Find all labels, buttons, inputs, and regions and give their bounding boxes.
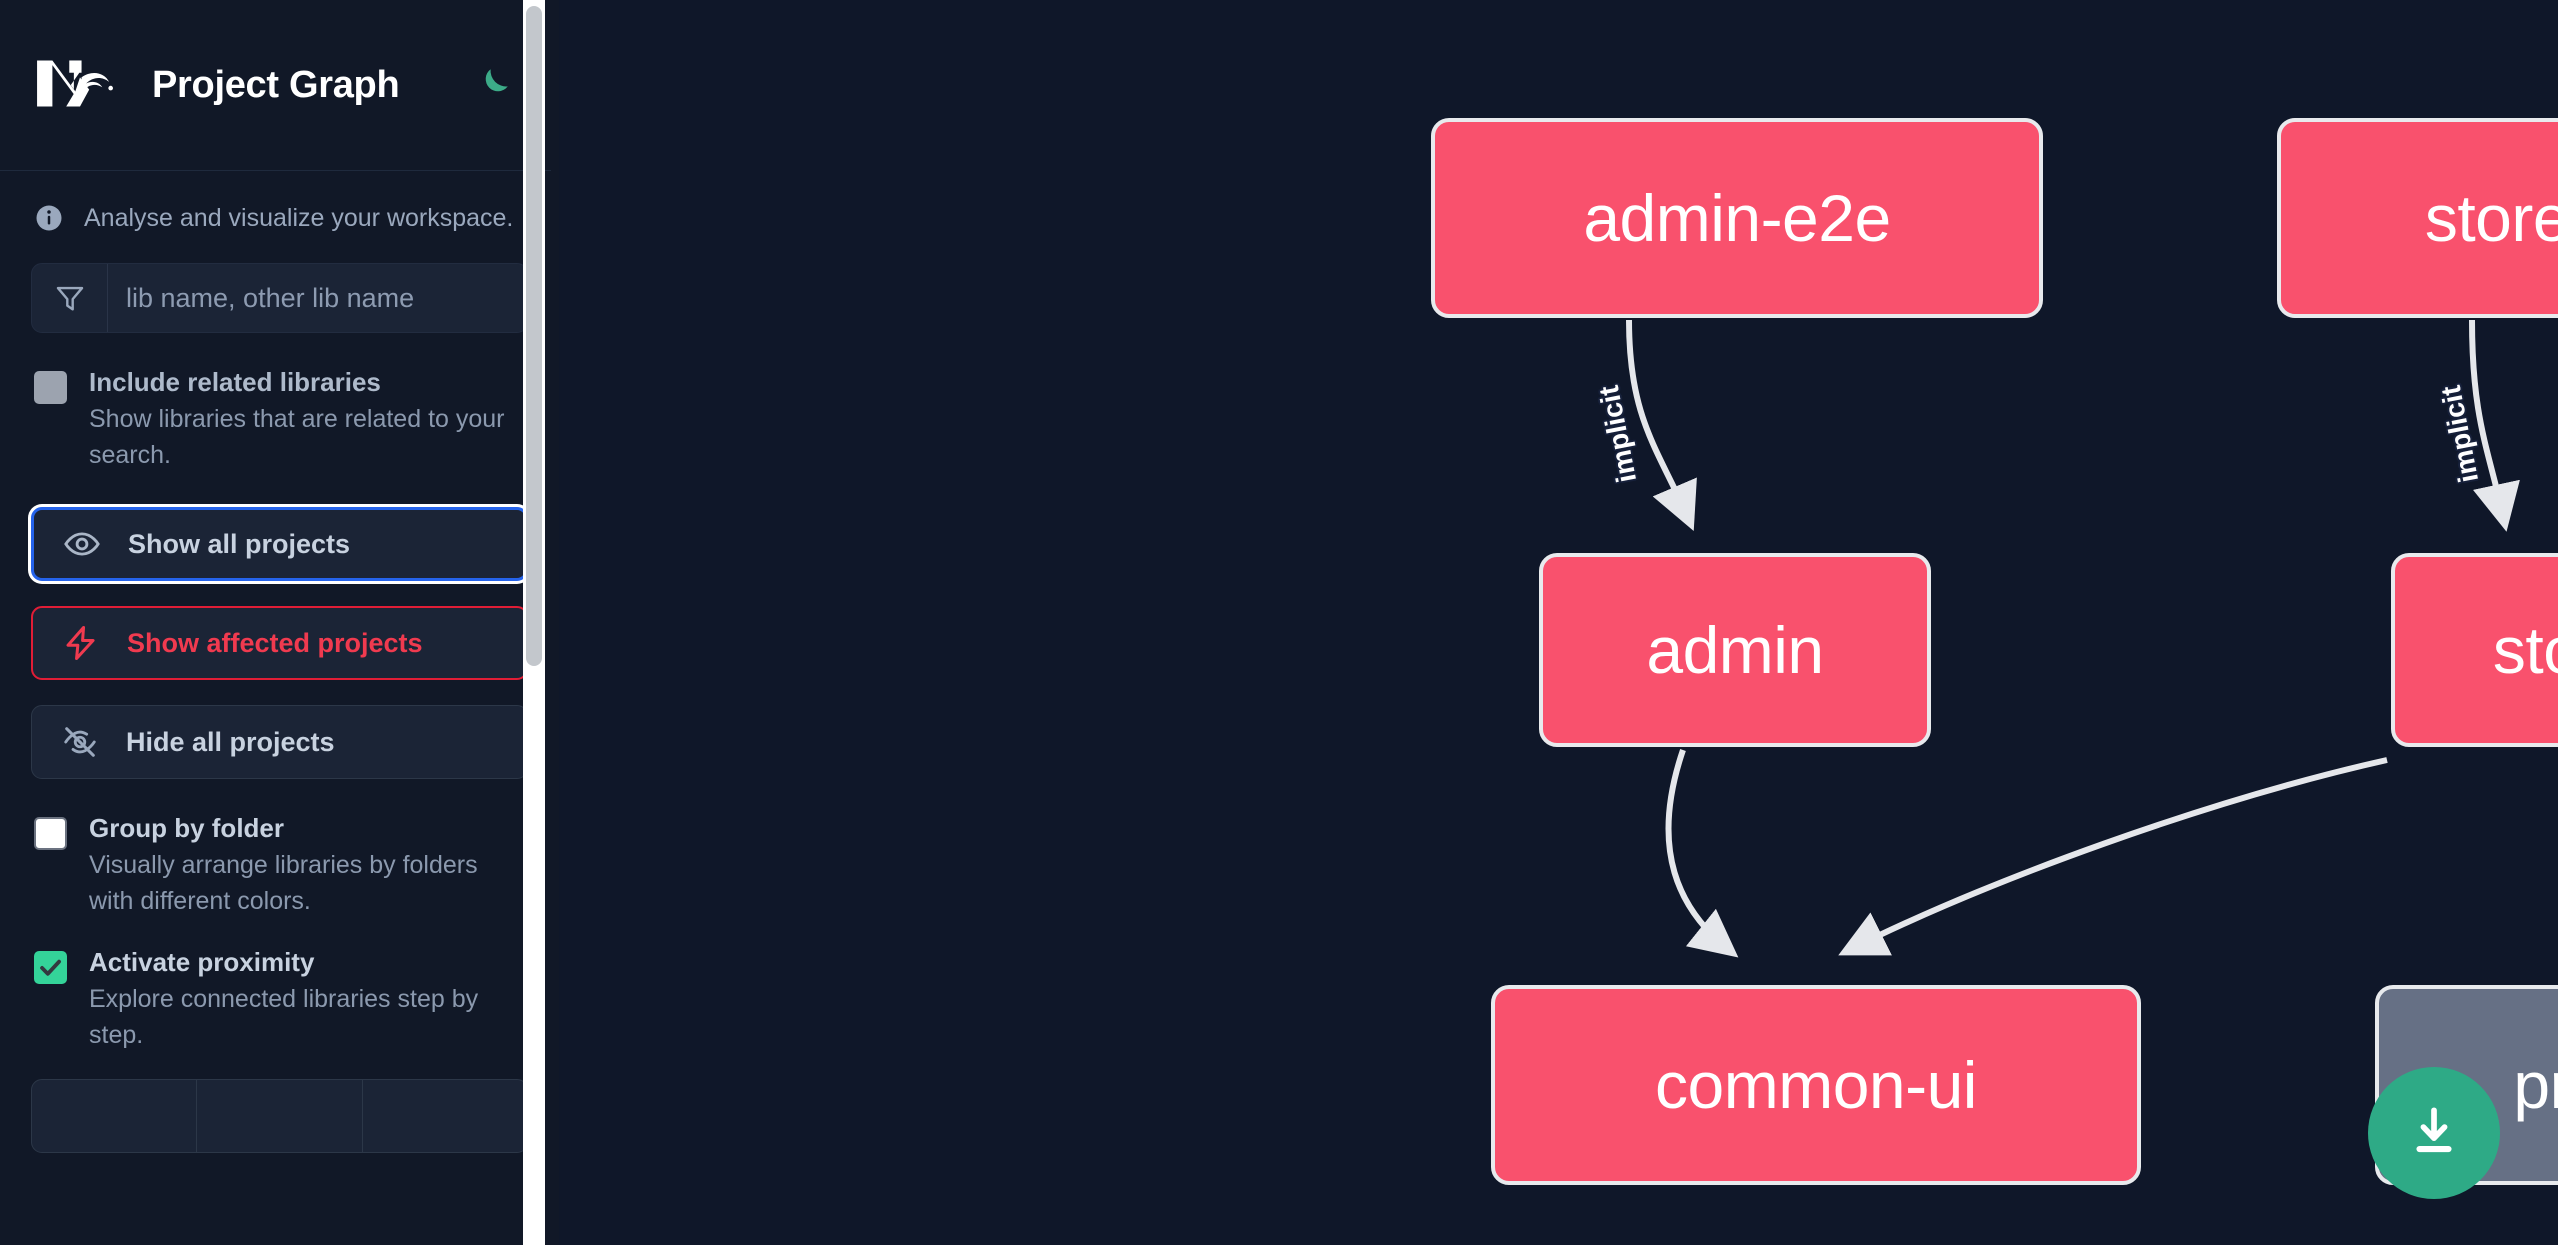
edge-store-to-common-ui [1838, 757, 2388, 956]
graph-node-admin[interactable]: admin [1539, 553, 1931, 747]
node-label: admin [1646, 613, 1824, 687]
include-related-libraries-checkbox[interactable] [34, 371, 67, 404]
tagline-text: Analyse and visualize your workspace. [84, 203, 514, 232]
show-all-projects-button[interactable]: Show all projects [31, 507, 528, 582]
edge-admin-e2e-to-admin [1626, 319, 1697, 532]
sidebar-tagline: Analyse and visualize your workspace. [0, 171, 559, 263]
sidebar-header: Project Graph [0, 0, 559, 171]
activate-proximity-checkbox[interactable] [34, 951, 67, 985]
node-label: admin-e2e [1583, 181, 1891, 255]
option-include-related-libraries[interactable]: Include related libraries Show libraries… [31, 359, 528, 473]
button-label: Hide all projects [126, 726, 335, 757]
edge-store-e2e-to-store [2469, 319, 2520, 532]
button-label: Show all projects [128, 528, 351, 559]
search-field[interactable] [31, 263, 528, 333]
node-label: store [2492, 613, 2558, 687]
proximity-step-increase[interactable] [363, 1080, 527, 1152]
graph-node-admin-e2e[interactable]: admin-e2e [1431, 118, 2043, 318]
search-input[interactable] [108, 264, 527, 332]
graph-node-store-e2e[interactable]: store-e2e [2277, 118, 2558, 318]
option-label: Activate proximity [89, 947, 315, 978]
graph-node-store[interactable]: store [2391, 553, 2558, 747]
proximity-step-button-group[interactable] [31, 1079, 528, 1154]
option-activate-proximity[interactable]: Activate proximity Explore connected lib… [31, 939, 528, 1053]
option-description: Visually arrange libraries by folders wi… [89, 851, 478, 915]
download-image-button[interactable] [2368, 1067, 2500, 1199]
edge-admin-to-common-ui [1665, 749, 1739, 958]
option-description: Show libraries that are related to your … [89, 405, 505, 469]
page-title: Project Graph [152, 63, 400, 106]
node-label: common-ui [1655, 1048, 1977, 1122]
proximity-step-value[interactable] [197, 1080, 363, 1153]
nx-logo-icon [34, 54, 126, 116]
node-label: store-e2e [2424, 181, 2558, 255]
sidebar-scrollbar-thumb[interactable] [526, 6, 542, 666]
sidebar-body: Include related libraries Show libraries… [0, 263, 559, 1154]
filter-icon [32, 264, 108, 332]
button-label: Show affected projects [127, 627, 423, 658]
sidebar-scrollbar[interactable] [523, 0, 545, 1245]
graph-edges [1626, 319, 2520, 958]
sidebar: Project Graph Analyse and visualize your… [0, 0, 559, 1245]
sidebar-edge [551, 0, 559, 1245]
graph-node-common-ui[interactable]: common-ui [1491, 985, 2141, 1185]
option-group-by-folder[interactable]: Group by folder Visually arrange librari… [31, 805, 528, 919]
show-affected-projects-button[interactable]: Show affected projects [31, 606, 528, 681]
proximity-step-decrease[interactable] [32, 1080, 198, 1153]
eye-off-icon [60, 722, 100, 762]
group-by-folder-checkbox[interactable] [34, 817, 67, 851]
option-label: Group by folder [89, 813, 284, 844]
moon-icon[interactable] [467, 60, 517, 110]
node-label: products [2513, 1048, 2558, 1122]
graph-canvas[interactable]: admin-e2e store-e2e admin store common-u… [559, 0, 2558, 1245]
hide-all-projects-button[interactable]: Hide all projects [31, 705, 528, 780]
download-icon [2403, 1101, 2465, 1166]
option-label: Include related libraries [89, 367, 381, 397]
option-description: Explore connected libraries step by step… [89, 985, 479, 1049]
eye-icon [62, 524, 102, 564]
info-icon [34, 203, 64, 233]
lightning-icon [61, 623, 101, 663]
